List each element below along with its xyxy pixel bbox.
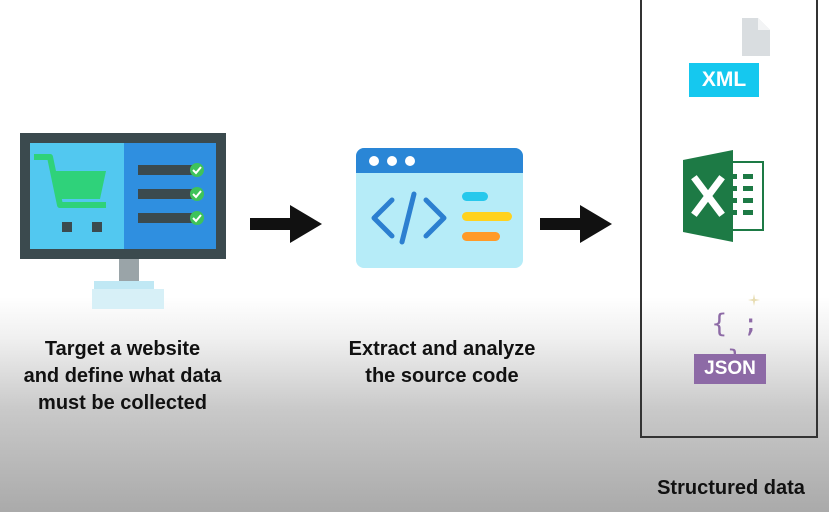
browser-code-icon	[356, 148, 523, 268]
xml-file-icon	[742, 18, 770, 56]
sparkle-icon	[748, 294, 760, 306]
step1-caption: Target a website and define what data mu…	[23, 338, 222, 414]
excel-icon	[683, 150, 764, 242]
json-badge: JSON	[694, 354, 766, 384]
computer-shopping-cart-icon	[20, 133, 226, 309]
arrow-right-icon	[250, 205, 322, 243]
xml-badge: XML	[689, 63, 759, 97]
step2-caption: Extract and analyze the source code	[348, 338, 536, 387]
arrow-right-icon	[540, 205, 612, 243]
structured-data-label: Structured data	[657, 477, 805, 499]
structured-data-box	[640, 0, 818, 438]
